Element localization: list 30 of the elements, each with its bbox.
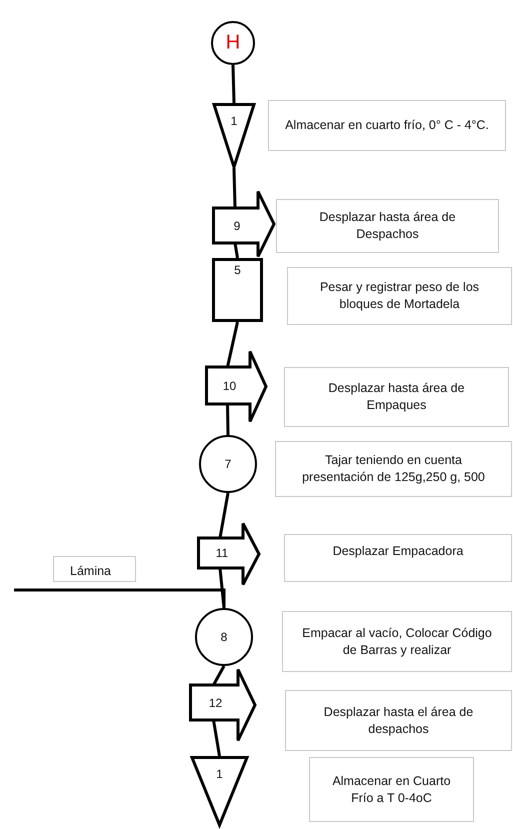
material-label: Lámina	[53, 556, 136, 582]
description-box: Almacenar en Cuarto Frío a T 0-4oC	[309, 757, 474, 822]
flow-line	[218, 568, 226, 608]
description-box: Pesar y registrar peso de los bloques de Mortadela	[287, 267, 512, 325]
step-number: 7	[224, 457, 232, 471]
step-number: 5	[234, 263, 241, 277]
connector-letter: H	[226, 32, 240, 54]
flow-line	[226, 322, 239, 368]
flow-line	[232, 168, 236, 208]
flow-line	[212, 720, 221, 756]
description-box: Desplazar hasta el área de despachos	[285, 690, 512, 751]
description-box: Desplazar hasta área de Despachos	[276, 199, 499, 253]
feed-line	[14, 588, 226, 608]
flow-line	[212, 665, 226, 686]
description-box: Desplazar hasta área de Empaques	[284, 367, 509, 427]
description-box: Empacar al vacío, Colocar Código de Barras y realizar	[282, 611, 512, 672]
flow-line	[232, 64, 236, 104]
flow-line	[218, 492, 230, 538]
flow-line	[226, 404, 230, 436]
flow-line	[234, 242, 239, 258]
step-number: 1	[216, 767, 223, 781]
step-number: 10	[222, 378, 236, 392]
step-number: 8	[220, 630, 228, 644]
step-number: 9	[234, 218, 240, 232]
step-number: 11	[216, 546, 228, 560]
description-box: Tajar teniendo en cuenta presentación de 125g,250 g, 500	[275, 441, 512, 497]
description-box: Almacenar en cuarto frío, 0° C - 4°C.	[268, 100, 506, 151]
step-number: 1	[230, 114, 238, 128]
step-number: 12	[208, 696, 222, 710]
description-box: Desplazar Empacadora	[284, 534, 512, 582]
